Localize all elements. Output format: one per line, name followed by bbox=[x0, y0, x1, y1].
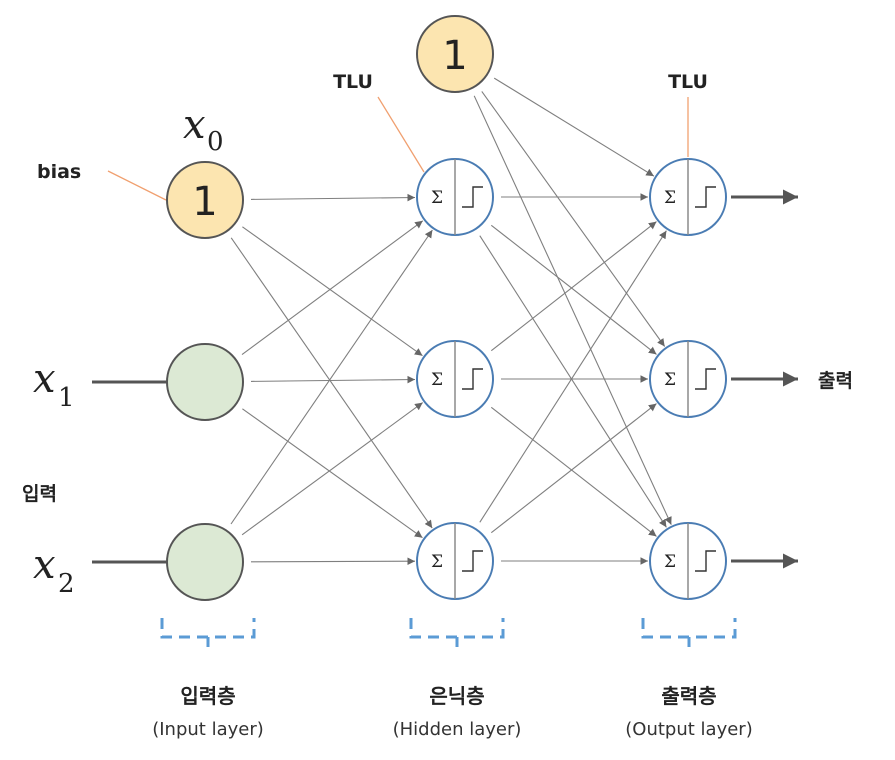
hidden-output-connection-7 bbox=[490, 403, 657, 534]
input-neuron-x2 bbox=[166, 523, 244, 601]
output-layer-bracket bbox=[641, 618, 737, 647]
hidden-tlu-node-0: Σ bbox=[416, 158, 494, 236]
sigma-symbol: Σ bbox=[664, 188, 676, 208]
input-neuron-x1 bbox=[166, 343, 244, 421]
bias-callout-line bbox=[107, 170, 167, 201]
input-bias-value: 1 bbox=[192, 179, 217, 225]
symbol-x1-sub: 1 bbox=[58, 383, 75, 413]
hidden-bias-value: 1 bbox=[442, 33, 467, 79]
symbol-x1: x 1 bbox=[33, 356, 75, 413]
bias-output-connection-1 bbox=[481, 91, 666, 347]
symbol-x2: x 2 bbox=[33, 542, 75, 599]
hidden-tlu-node-2: Σ bbox=[416, 522, 494, 600]
hidden-tlu-label: TLU bbox=[333, 71, 373, 93]
input-hidden-connection-2 bbox=[230, 237, 433, 529]
input-hidden-connection-8 bbox=[250, 557, 416, 566]
step-function-icon bbox=[462, 550, 483, 572]
sigma-symbol: Σ bbox=[431, 552, 443, 572]
connections bbox=[230, 77, 672, 566]
step-function-icon bbox=[695, 368, 716, 390]
hidden-bias-node: 1 bbox=[416, 15, 494, 93]
symbol-x1-main: x bbox=[33, 356, 56, 402]
input-layer-subtitle: (Input layer) bbox=[152, 719, 264, 740]
input-hidden-connection-0 bbox=[250, 193, 416, 202]
sigma-symbol: Σ bbox=[664, 552, 676, 572]
hidden-output-connection-1 bbox=[490, 224, 657, 355]
hidden-tlu-node-1: Σ bbox=[416, 340, 494, 418]
output-tlu-node-2: Σ bbox=[649, 522, 727, 600]
input-hidden-connection-6 bbox=[230, 229, 433, 525]
sigma-symbol: Σ bbox=[431, 188, 443, 208]
layer-brackets bbox=[160, 618, 737, 647]
step-function-icon bbox=[695, 186, 716, 208]
input-hidden-connection-5 bbox=[242, 408, 423, 539]
input-hidden-connection-3 bbox=[241, 220, 424, 356]
output-tlu-label: TLU bbox=[668, 71, 708, 93]
hidden-output-connection-6 bbox=[479, 230, 667, 523]
tlu-nodes: Σ Σ Σ Σ Σ Σ bbox=[416, 158, 727, 600]
hidden-layer-subtitle: (Hidden layer) bbox=[393, 719, 522, 740]
hidden-layer-bracket bbox=[409, 618, 505, 647]
output-layer-subtitle: (Output layer) bbox=[625, 719, 752, 740]
sigma-symbol: Σ bbox=[431, 370, 443, 390]
hidden-output-connection-5 bbox=[490, 406, 657, 537]
bias-output-connection-2 bbox=[473, 95, 672, 525]
input-hidden-connection-4 bbox=[250, 375, 416, 384]
sigma-symbol: Σ bbox=[664, 370, 676, 390]
step-function-icon bbox=[462, 368, 483, 390]
output-tlu-node-0: Σ bbox=[649, 158, 727, 236]
input-hidden-connection-7 bbox=[241, 402, 424, 536]
symbol-x0: x 0 bbox=[183, 102, 224, 157]
symbol-x0-sub: 0 bbox=[207, 127, 224, 157]
input-layer-title: 입력층 bbox=[180, 684, 235, 708]
hidden-layer-title: 은닉층 bbox=[429, 684, 484, 708]
input-layer-bracket bbox=[160, 618, 256, 647]
symbol-x2-sub: 2 bbox=[58, 569, 75, 599]
hidden-output-connection-3 bbox=[490, 221, 657, 352]
bias-output-connection-0 bbox=[493, 77, 655, 177]
hidden-tlu-callout-line bbox=[377, 96, 425, 173]
step-function-icon bbox=[695, 550, 716, 572]
output-layer-title: 출력층 bbox=[661, 684, 716, 708]
bias-label: bias bbox=[37, 161, 81, 183]
step-function-icon bbox=[462, 186, 483, 208]
input-bias-node: 1 bbox=[166, 161, 244, 239]
output-side-label: 출력 bbox=[818, 370, 853, 392]
input-hidden-connection-1 bbox=[242, 226, 423, 357]
input-side-label: 입력 bbox=[22, 483, 57, 505]
output-tlu-node-1: Σ bbox=[649, 340, 727, 418]
symbol-x2-main: x bbox=[33, 542, 56, 588]
symbol-x0-main: x bbox=[183, 102, 206, 148]
hidden-output-connection-2 bbox=[479, 235, 667, 528]
